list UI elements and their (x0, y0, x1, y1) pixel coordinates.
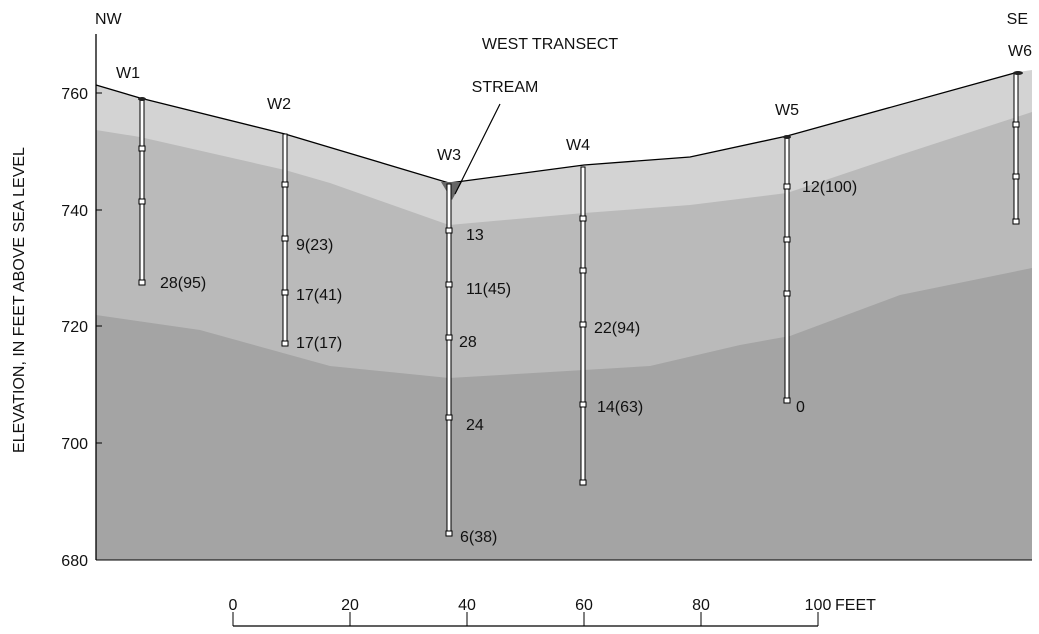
sampling-port (783, 236, 791, 243)
sampling-port (1012, 218, 1020, 225)
well-w5: W5 12(100) 0 (775, 102, 857, 416)
y-axis-ticks: 760 740 720 700 680 (61, 86, 102, 570)
y-tick-label: 760 (61, 86, 88, 103)
well-label: W1 (116, 65, 140, 82)
y-tick-label: 680 (61, 553, 88, 570)
diagram-title: WEST TRANSECT (482, 36, 619, 53)
sampling-port (445, 414, 453, 421)
port-label: 28 (459, 334, 477, 351)
port-label: 6(38) (460, 529, 497, 546)
well-casing (784, 136, 790, 404)
sampling-port (445, 227, 453, 234)
y-tick-label: 700 (61, 436, 88, 453)
sampling-port (281, 235, 289, 242)
direction-nw: NW (95, 11, 123, 28)
port-label: 24 (466, 417, 484, 434)
sampling-port (1012, 121, 1020, 128)
port-label: 17(41) (296, 287, 342, 304)
well-label: W3 (437, 147, 461, 164)
sampling-port (579, 401, 587, 408)
land-surface-line (95, 71, 1019, 184)
sampling-port (579, 215, 587, 222)
port-label: 28(95) (160, 275, 206, 292)
sampling-port (783, 290, 791, 297)
well-casing (446, 183, 452, 537)
scale-tick-label: 80 (692, 597, 710, 614)
scale-bar: 0 20 40 60 80 100 FEET (229, 597, 876, 627)
well-w3: W3 13 11(45) 28 24 6(38) (437, 147, 511, 546)
port-label: 0 (796, 399, 805, 416)
sampling-port (138, 198, 146, 205)
well-label: W5 (775, 102, 799, 119)
layer-bottom (96, 268, 1032, 560)
well-w2: W2 9(23) 17(41) 17(17) (267, 96, 342, 352)
well-cap (783, 135, 791, 139)
y-tick-label: 720 (61, 319, 88, 336)
port-label: 13 (466, 227, 484, 244)
stream-label: STREAM (472, 79, 539, 96)
port-label: 22(94) (594, 320, 640, 337)
scale-tick-label: 0 (229, 597, 238, 614)
sampling-port (783, 397, 791, 404)
sampling-port (445, 530, 453, 537)
sampling-port (1012, 173, 1020, 180)
scale-tick-label: 100 (805, 597, 832, 614)
sampling-port (138, 145, 146, 152)
geologic-layers (96, 70, 1032, 560)
sampling-port (579, 267, 587, 274)
sampling-port (445, 281, 453, 288)
scale-tick-label: 40 (458, 597, 476, 614)
sampling-port (579, 479, 587, 486)
stream-leader-line (454, 103, 501, 195)
sampling-port (579, 321, 587, 328)
well-label: W4 (566, 137, 590, 154)
port-label: 11(45) (466, 281, 511, 298)
well-casing (1013, 72, 1019, 224)
y-tick-label: 740 (61, 203, 88, 220)
port-label: 12(100) (802, 179, 857, 196)
scale-unit-label: FEET (835, 597, 876, 614)
scale-tick-label: 20 (341, 597, 359, 614)
y-axis-label: ELEVATION, IN FEET ABOVE SEA LEVEL (11, 147, 28, 453)
scale-tick-label: 60 (575, 597, 593, 614)
well-w1: W1 28(95) (116, 65, 206, 292)
direction-se: SE (1007, 11, 1028, 28)
sampling-port (281, 289, 289, 296)
sampling-port (783, 183, 791, 190)
well-w4: W4 22(94) 14(63) (566, 137, 643, 486)
well-w6: W6 (1008, 43, 1032, 225)
well-label: W6 (1008, 43, 1032, 60)
sampling-port (445, 334, 453, 341)
well-casing (139, 97, 145, 284)
port-label: 17(17) (296, 335, 342, 352)
sampling-port (281, 181, 289, 188)
well-cap (138, 97, 146, 101)
well-label: W2 (267, 96, 291, 113)
well-cap (1013, 71, 1023, 75)
port-label: 9(23) (296, 237, 333, 254)
sampling-port (138, 279, 146, 286)
port-label: 14(63) (597, 399, 643, 416)
sampling-port (281, 340, 289, 347)
